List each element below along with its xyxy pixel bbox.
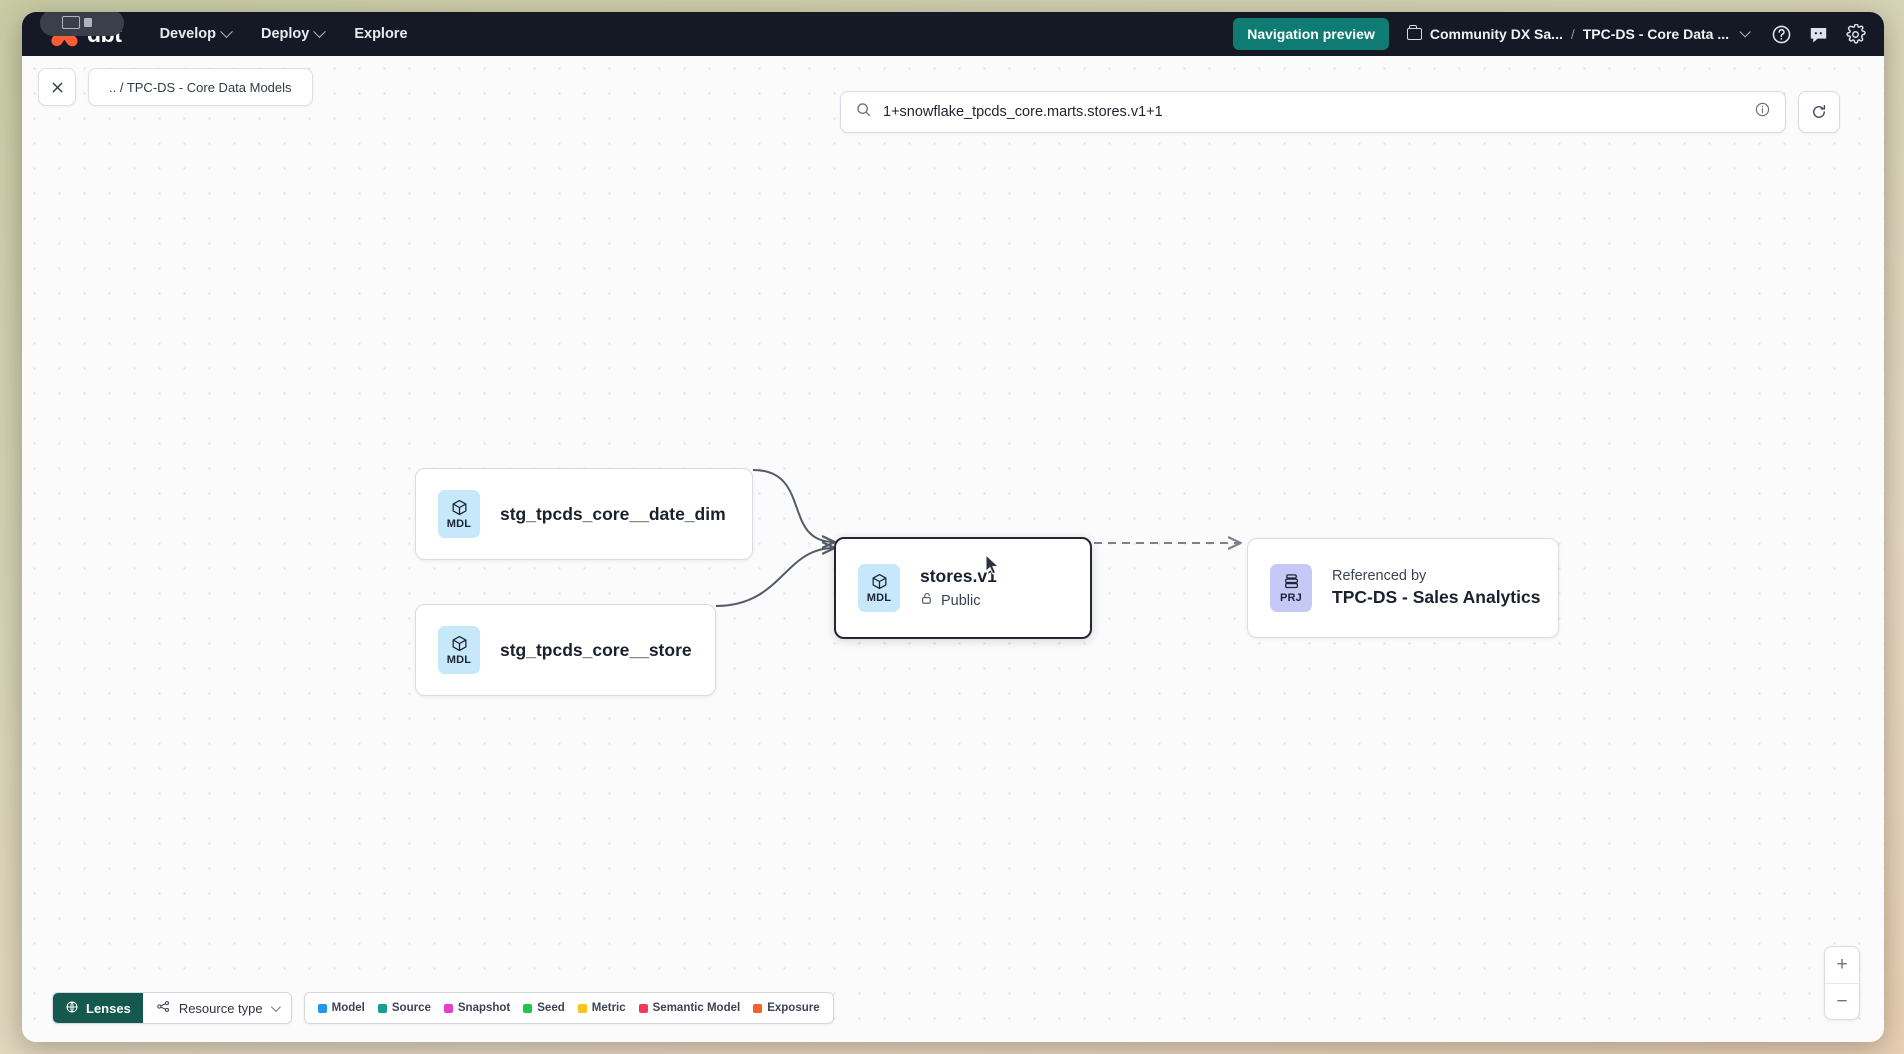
lineage-canvas[interactable]: MDL stg_tpcds_core__date_dim MDL stg_tpc…: [22, 56, 1884, 1042]
nav-item-develop-label: Develop: [159, 26, 216, 42]
breadcrumb: Community DX Sa... / TPC-DS - Core Data …: [1406, 25, 1751, 42]
nav-item-deploy-label: Deploy: [260, 26, 310, 42]
chevron-down-icon[interactable]: [1739, 26, 1751, 38]
lenses-label: Lenses: [86, 1000, 131, 1016]
badge-label: MDL: [866, 592, 892, 604]
close-button[interactable]: [38, 68, 76, 106]
node-body: stg_tpcds_core__date_dim: [500, 504, 726, 525]
legend-item-metric: Metric: [577, 1002, 626, 1014]
unlock-icon: [920, 591, 934, 610]
layers-icon: [1284, 574, 1298, 589]
legend-label: Source: [391, 1002, 431, 1014]
lineage-node-stg-store[interactable]: MDL stg_tpcds_core__store: [415, 604, 716, 696]
lens-control-group: Lenses Resource type: [52, 992, 292, 1024]
nav-item-develop[interactable]: Develop: [159, 24, 233, 42]
window-tab-icon: [40, 12, 124, 36]
legend-item-model: Model: [317, 1002, 365, 1014]
node-body: Referenced by TPC-DS - Sales Analytics: [1332, 568, 1540, 608]
legend-label: Exposure: [767, 1002, 820, 1014]
cube-icon: [452, 499, 466, 516]
badge-mdl: MDL: [438, 626, 480, 674]
nav-item-deploy[interactable]: Deploy: [260, 24, 327, 42]
search-input[interactable]: 1+snowflake_tpcds_core.marts.stores.v1+1: [883, 104, 1163, 120]
legend-label: Seed: [537, 1002, 565, 1014]
node-body: stores.v1 Public: [920, 566, 997, 610]
node-title: TPC-DS - Sales Analytics: [1332, 587, 1541, 607]
bottom-toolbar: Lenses Resource type: [52, 992, 834, 1024]
badge-prj: PRJ: [1270, 564, 1312, 612]
app-window: dbt Develop Deploy Explore Navigation pr…: [22, 12, 1884, 1042]
node-eyebrow: Referenced by: [1332, 568, 1427, 584]
legend-item-semantic-model: Semantic Model: [638, 1002, 741, 1014]
refresh-button[interactable]: [1798, 91, 1840, 133]
settings-icon[interactable]: [1845, 22, 1866, 45]
legend-label: Snapshot: [457, 1002, 511, 1014]
legend-swatch: [377, 1003, 387, 1013]
search-area: 1+snowflake_tpcds_core.marts.stores.v1+1: [840, 91, 1840, 133]
legend-label: Model: [331, 1002, 365, 1014]
resource-type-label: Resource type: [178, 1000, 263, 1016]
lenses-button[interactable]: Lenses: [53, 993, 143, 1023]
legend-swatch: [577, 1003, 587, 1013]
breadcrumb-account[interactable]: Community DX Sa...: [1429, 26, 1563, 42]
legend-swatch: [443, 1003, 453, 1013]
resource-type-legend: Model Source Snapshot Seed: [303, 992, 834, 1024]
legend-item-source: Source: [377, 1002, 431, 1014]
lineage-node-stg-date-dim[interactable]: MDL stg_tpcds_core__date_dim: [415, 468, 753, 560]
lineage-node-stores-v1[interactable]: MDL stores.v1 Public: [834, 537, 1092, 639]
lineage-toolbar: .. / TPC-DS - Core Data Models: [22, 56, 1884, 118]
primary-nav: Develop Deploy Explore: [159, 24, 408, 42]
breadcrumb-project[interactable]: TPC-DS - Core Data ...: [1582, 26, 1729, 42]
info-icon[interactable]: [1754, 101, 1771, 123]
breadcrumb-separator: /: [1570, 26, 1575, 42]
legend-swatch: [638, 1003, 648, 1013]
cube-icon: [452, 635, 466, 652]
edge-date-dim-to-stores: [752, 469, 834, 542]
lineage-search-box[interactable]: 1+snowflake_tpcds_core.marts.stores.v1+1: [840, 91, 1786, 133]
badge-label: PRJ: [1280, 592, 1302, 604]
lineage-breadcrumb-chip[interactable]: .. / TPC-DS - Core Data Models: [88, 68, 313, 106]
lens-icon: [65, 1000, 79, 1017]
badge-mdl: MDL: [858, 564, 900, 612]
chevron-down-icon: [270, 1001, 281, 1012]
lineage-node-project-sales-analytics[interactable]: PRJ Referenced by TPC-DS - Sales Analyti…: [1247, 538, 1559, 638]
folder-icon: [1406, 25, 1422, 40]
chevron-down-icon: [220, 24, 233, 38]
zoom-controls: + −: [1824, 946, 1860, 1020]
legend-item-snapshot: Snapshot: [443, 1002, 511, 1014]
zoom-out-button[interactable]: −: [1825, 983, 1859, 1019]
legend-swatch: [523, 1003, 533, 1013]
legend-item-seed: Seed: [523, 1002, 565, 1014]
navigation-preview-button[interactable]: Navigation preview: [1233, 18, 1389, 50]
zoom-in-button[interactable]: +: [1836, 954, 1848, 975]
lineage-edges: [715, 469, 1884, 607]
edge-store-to-stores: [715, 548, 834, 607]
node-access: Public: [920, 591, 997, 610]
chevron-down-icon: [313, 24, 327, 38]
legend-swatch: [317, 1003, 327, 1013]
feedback-icon[interactable]: [1808, 24, 1829, 45]
search-icon: [855, 101, 872, 123]
help-icon[interactable]: [1771, 24, 1792, 45]
nodes-icon: [156, 999, 171, 1017]
top-bar-icons: [1771, 22, 1866, 45]
nav-item-explore-label: Explore: [354, 26, 408, 42]
legend-label: Metric: [591, 1002, 626, 1014]
node-access-label: Public: [941, 592, 981, 609]
badge-mdl: MDL: [438, 490, 480, 538]
legend-label: Semantic Model: [652, 1002, 741, 1014]
node-title: stores.v1: [920, 566, 997, 586]
node-title: stg_tpcds_core__store: [500, 639, 692, 660]
resource-type-dropdown[interactable]: Resource type: [142, 993, 291, 1023]
legend-item-exposure: Exposure: [753, 1002, 820, 1014]
badge-label: MDL: [446, 654, 472, 666]
top-navigation-bar: dbt Develop Deploy Explore Navigation pr…: [22, 12, 1884, 56]
badge-label: MDL: [446, 518, 472, 530]
nav-item-explore[interactable]: Explore: [354, 26, 407, 42]
legend-swatch: [753, 1003, 763, 1013]
node-body: stg_tpcds_core__store: [500, 640, 692, 661]
node-title: stg_tpcds_core__date_dim: [500, 503, 726, 524]
cube-icon: [872, 573, 886, 590]
